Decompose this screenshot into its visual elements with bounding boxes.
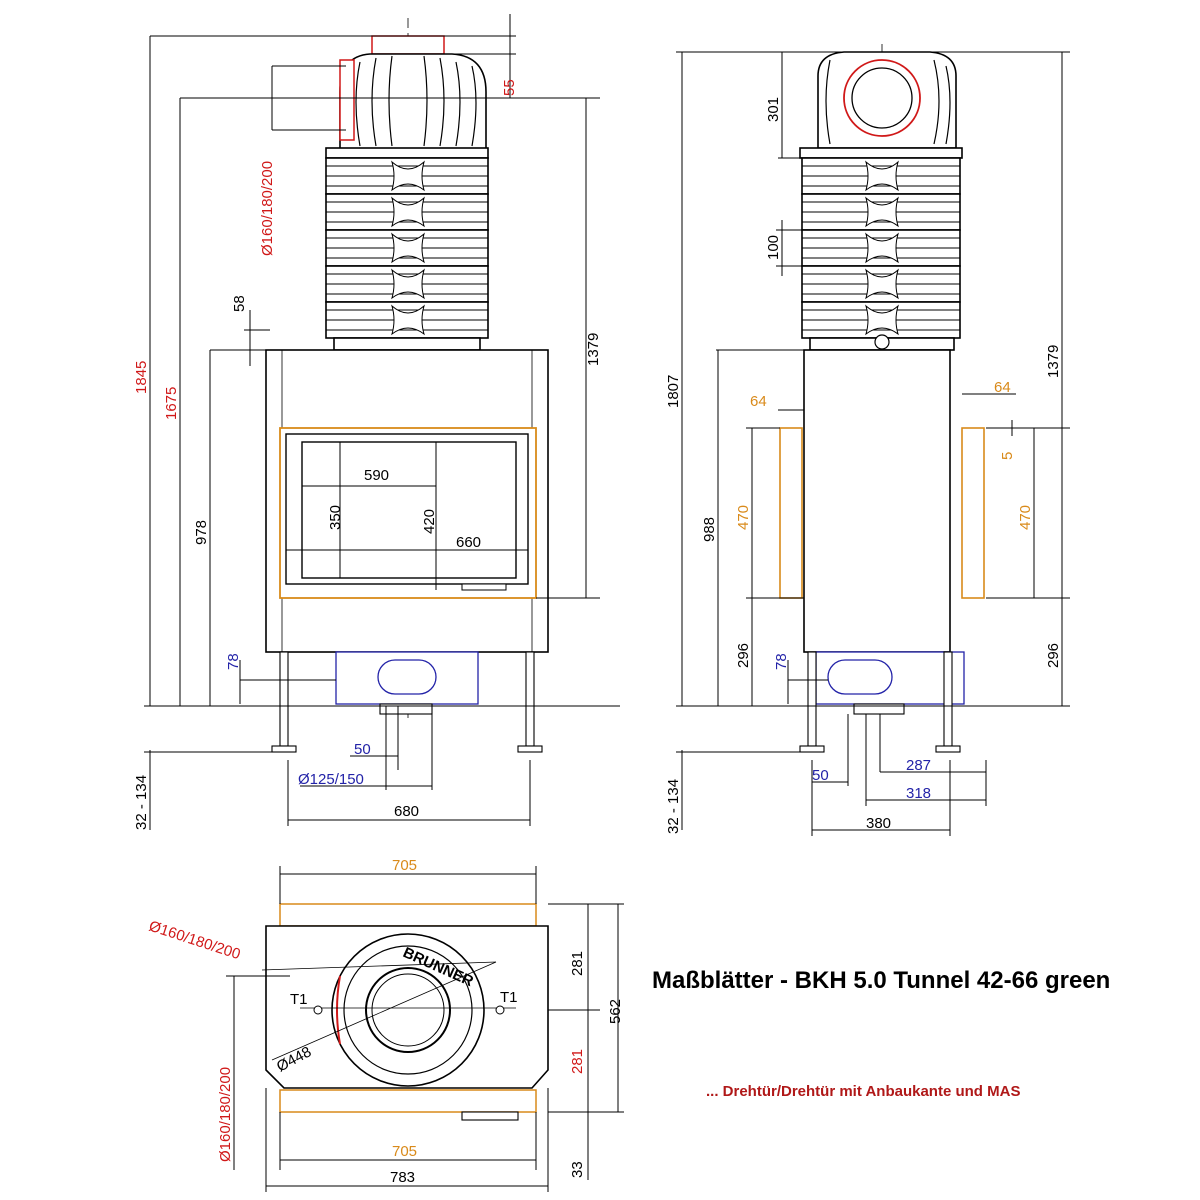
front-accumulator-stack xyxy=(325,157,489,351)
label-plan-d-562: 562 xyxy=(607,999,624,1024)
label-side-h-head: 301 xyxy=(765,97,782,122)
front-view xyxy=(265,18,549,753)
label-plan-w-top: 705 xyxy=(392,857,417,874)
front-head-ribs xyxy=(355,55,477,147)
front-air-inlet xyxy=(377,659,437,695)
label-front-h-glass2: 420 xyxy=(421,509,438,534)
label-side-lip-left: 64 xyxy=(750,393,767,410)
side-flue-pipe xyxy=(851,67,913,129)
label-side-h-total: 1807 xyxy=(665,375,682,408)
label-plan-d-281-bottom: 281 xyxy=(569,1049,586,1074)
side-firebox xyxy=(803,349,951,653)
label-side-h-ring: 100 xyxy=(765,235,782,260)
label-plan-flue-dia-top: Ø160/180/200 xyxy=(147,918,243,964)
label-side-h-vent: 78 xyxy=(773,653,790,670)
side-accumulator-stack xyxy=(801,157,961,351)
side-air-inlet xyxy=(827,659,893,695)
sheet-title: Maßblätter - BKH 5.0 Tunnel 42-66 green xyxy=(652,967,1111,994)
label-side-h-door-r: 470 xyxy=(1017,505,1034,530)
label-plan-t1-right: T1 xyxy=(500,989,518,1006)
plan-dimension-lines xyxy=(226,866,624,1192)
plan-door-bottom xyxy=(279,1089,537,1113)
sheet-note: ... Drehtür/Drehtür mit Anbaukante und M… xyxy=(706,1083,1021,1100)
label-side-d-287: 287 xyxy=(906,757,931,774)
label-front-h-vent: 78 xyxy=(225,653,242,670)
side-view xyxy=(779,44,985,753)
plan-view xyxy=(261,903,549,1121)
label-plan-flue-dia-left: Ø160/180/200 xyxy=(217,1067,234,1162)
label-plan-d-33: 33 xyxy=(569,1161,586,1178)
label-plan-t1-left: T1 xyxy=(290,991,308,1008)
front-head-collar xyxy=(325,147,489,159)
label-plan-d-281-top: 281 xyxy=(569,951,586,976)
label-front-feet: 32 - 134 xyxy=(133,775,150,830)
front-foot-right xyxy=(525,651,535,747)
front-door-handle xyxy=(461,583,507,591)
label-front-flue-red: 55 xyxy=(501,79,518,96)
label-plan-w-total: 783 xyxy=(390,1169,415,1186)
label-side-off-50: 50 xyxy=(812,767,829,784)
front-glass xyxy=(301,441,517,579)
front-flue-side-socket xyxy=(339,59,355,141)
label-side-h-top-right: 1379 xyxy=(1045,345,1062,378)
label-front-w-total: 680 xyxy=(394,803,419,820)
label-front-h-plate: 58 xyxy=(231,295,248,312)
label-side-h-door-l: 470 xyxy=(735,505,752,530)
label-side-h-body: 988 xyxy=(701,517,718,542)
label-front-air-dia: Ø125/150 xyxy=(298,771,364,788)
front-head-module xyxy=(339,53,487,151)
label-front-h-door: 978 xyxy=(193,520,210,545)
label-side-d-318: 318 xyxy=(906,785,931,802)
front-foot-left xyxy=(279,651,289,747)
plan-flue-arc xyxy=(336,975,341,1045)
label-front-h-glass: 350 xyxy=(327,505,344,530)
label-side-feet: 32 - 134 xyxy=(665,779,682,834)
label-front-h-total: 1845 xyxy=(133,361,150,394)
label-front-w-glass: 590 xyxy=(364,467,389,484)
side-foot-right xyxy=(943,651,953,747)
label-side-w-total: 380 xyxy=(866,815,891,832)
front-flue-outlet xyxy=(371,35,445,55)
side-dimension-lines xyxy=(676,51,1070,836)
label-side-lip-right: 64 xyxy=(994,379,1011,396)
label-front-w-glass2: 660 xyxy=(456,534,481,551)
label-front-h-top-right: 1379 xyxy=(585,333,602,366)
side-door-right xyxy=(961,427,985,599)
side-foot-left xyxy=(807,651,817,747)
side-door-left xyxy=(779,427,803,599)
label-front-flue-dia: Ø160/180/200 xyxy=(259,161,276,256)
front-dimension-lines xyxy=(144,14,620,830)
label-side-h-base-r: 296 xyxy=(1045,643,1062,668)
plan-door-top xyxy=(279,903,537,927)
label-side-gap: 5 xyxy=(999,452,1016,460)
label-front-off-50: 50 xyxy=(354,741,371,758)
label-side-h-base-l: 296 xyxy=(735,643,752,668)
label-front-h-top: 1675 xyxy=(163,387,180,420)
label-plan-w-bottom: 705 xyxy=(392,1143,417,1160)
